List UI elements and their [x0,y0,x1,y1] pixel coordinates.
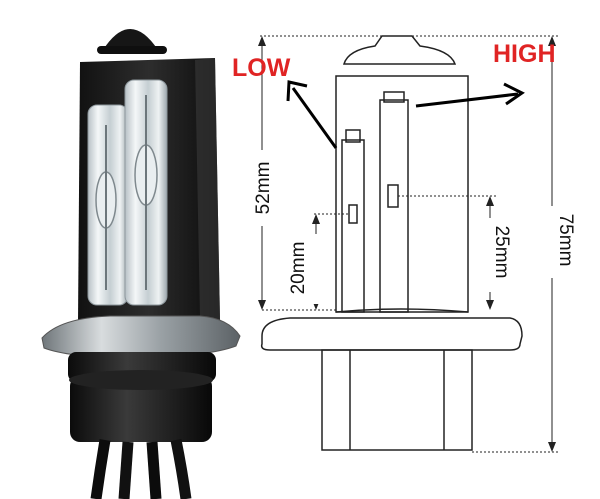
dim-label-52mm: 52mm [253,162,274,215]
dim-label-75mm: 75mm [555,214,576,267]
drawing-flange [260,317,523,351]
drawing-glass-outline [335,75,469,313]
hid-bulb-photo-icon [41,29,241,499]
drawing-top-cap [343,35,457,65]
dim-label-25mm: 25mm [491,226,512,279]
technical-drawing [260,35,523,451]
low-beam-label: LOW [232,54,291,82]
arrow-right-icon [415,82,525,108]
high-beam-label: HIGH [493,40,556,68]
arrow-up-left-icon [286,80,338,149]
drawing-base [321,349,473,451]
dim-label-20mm: 20mm [288,242,309,295]
